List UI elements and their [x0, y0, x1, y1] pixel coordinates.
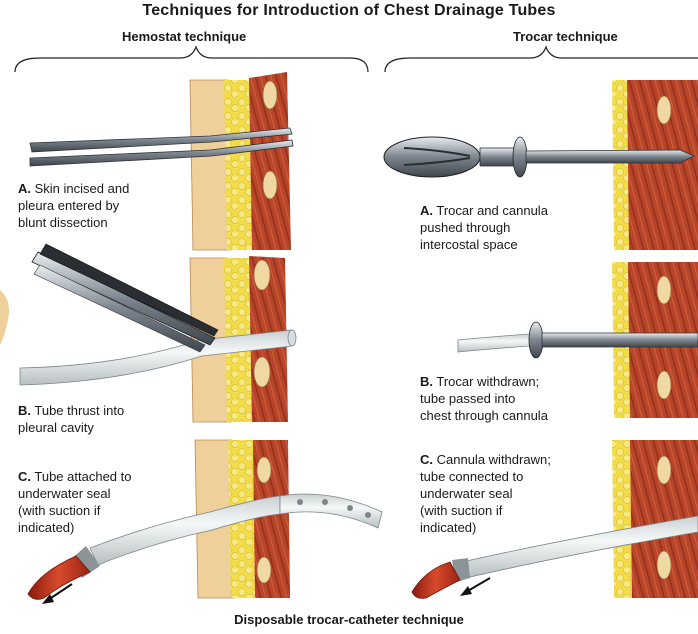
step-letter: B. [18, 403, 31, 418]
caption-line: Cannula withdrawn; [437, 452, 551, 467]
trocar-step-c-caption: C. Cannula withdrawn; tube connected to … [420, 451, 551, 536]
trocar-step-b-caption: B. Trocar withdrawn; tube passed into ch… [420, 373, 548, 424]
flow-arrow-trocar-c [460, 578, 490, 596]
caption-line: underwater seal [420, 485, 551, 502]
underwater-seal-valve-trocar-c [412, 562, 460, 598]
footer-caption: Disposable trocar-catheter technique [0, 612, 698, 627]
trocar-bracket [385, 47, 698, 72]
step-letter: B. [420, 374, 433, 389]
caption-line: Trocar and cannula [436, 203, 548, 218]
tube-trocar-b [458, 334, 530, 352]
step-letter: A. [18, 181, 31, 196]
caption-line: (with suction if [18, 502, 131, 519]
step-letter: C. [18, 469, 31, 484]
caption-line: intercostal space [420, 236, 548, 253]
caption-line: tube passed into [420, 390, 548, 407]
caption-line: indicated) [18, 519, 131, 536]
caption-line: underwater seal [18, 485, 131, 502]
caption-line: indicated) [420, 519, 551, 536]
chest-wall-trocar-a [612, 80, 698, 250]
hemostat-bracket [15, 47, 368, 72]
caption-line: blunt dissection [18, 214, 129, 231]
caption-line: (with suction if [420, 502, 551, 519]
caption-line: Tube attached to [34, 469, 131, 484]
chest-wall-hemostat-a [190, 72, 291, 250]
caption-line: chest through cannula [420, 407, 548, 424]
caption-line: Skin incised and [35, 181, 130, 196]
step-letter: A. [420, 203, 433, 218]
hemostat-step-b-caption: B. Tube thrust into pleural cavity [18, 402, 124, 436]
caption-line: pleural cavity [18, 419, 124, 436]
hemostat-step-c-caption: C. Tube attached to underwater seal (wit… [18, 468, 131, 536]
caption-line: pleura entered by [18, 197, 129, 214]
trocar-step-a-caption: A. Trocar and cannula pushed through int… [420, 202, 548, 253]
caption-line: tube connected to [420, 468, 551, 485]
caption-line: pushed through [420, 219, 548, 236]
step-letter: C. [420, 452, 433, 467]
caption-line: Tube thrust into [34, 403, 124, 418]
caption-line: Trocar withdrawn; [436, 374, 539, 389]
hemostat-step-a-caption: A. Skin incised and pleura entered by bl… [18, 180, 129, 231]
